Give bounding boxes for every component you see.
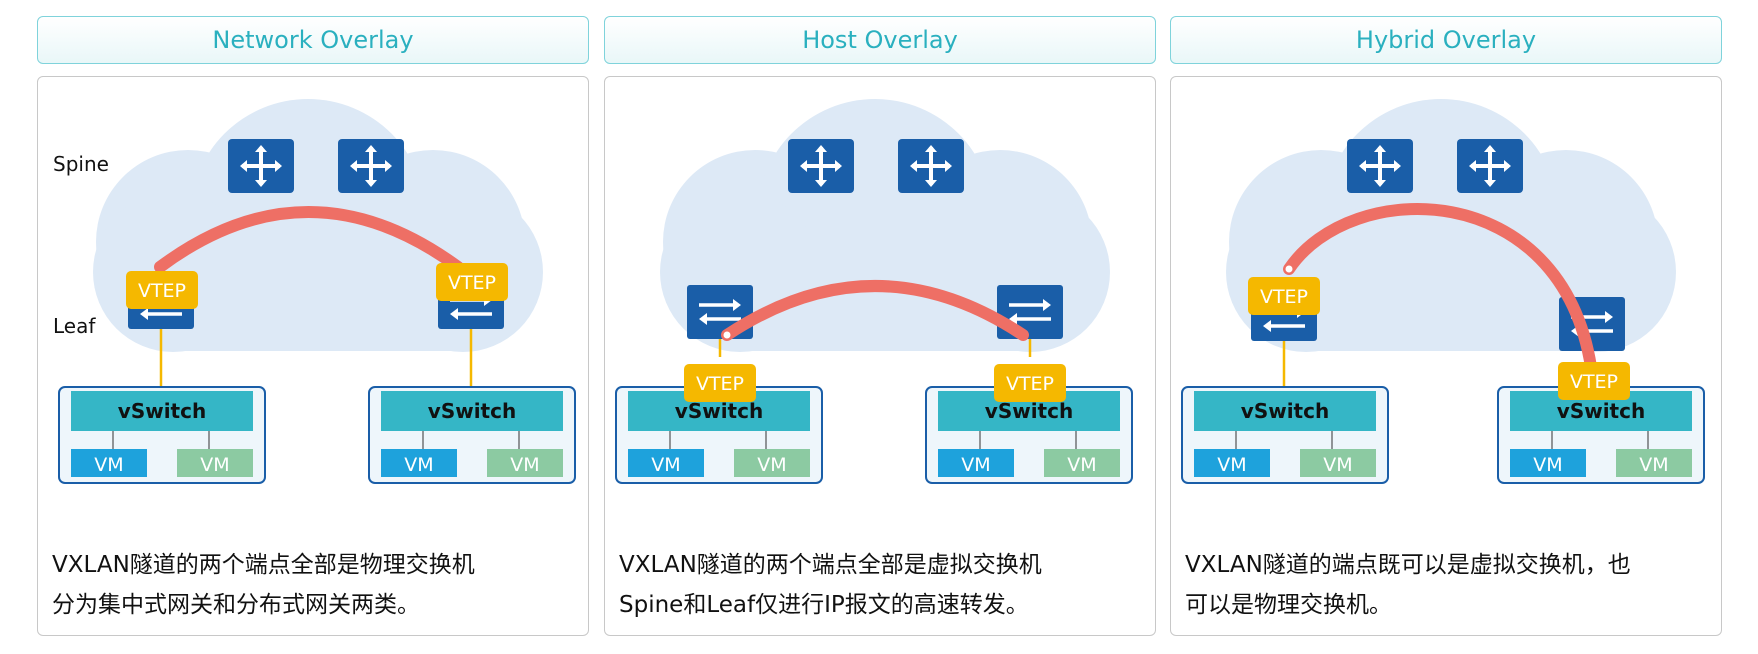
panel-description: VXLAN隧道的两个端点全部是物理交换机 分为集中式网关和分布式网关两类。 <box>52 545 475 625</box>
spine-label: Spine <box>53 152 109 176</box>
vm-label: VM <box>1217 454 1246 476</box>
panel-network-overlay: Spine Leaf VTEP VTEP vSwitch VM VM vSwit… <box>37 76 589 636</box>
vm-label: VM <box>94 454 123 476</box>
panel-description: VXLAN隧道的两个端点全部是虚拟交换机 Spine和Leaf仅进行IP报文的高… <box>619 545 1042 625</box>
hybrid-overlay-diagram: VTEP vSwitch VM VM vSwitch VM VM VTEP <box>1181 99 1705 484</box>
svg-text:VTEP: VTEP <box>1570 371 1618 393</box>
vtep-badge: VTEP <box>684 364 756 402</box>
vswitch-label: vSwitch <box>428 399 516 423</box>
svg-text:VTEP: VTEP <box>448 272 496 294</box>
panel-title: Network Overlay <box>212 26 414 54</box>
svg-text:VTEP: VTEP <box>138 280 186 302</box>
tunnel-endpoint <box>1284 264 1294 274</box>
description-line: VXLAN隧道的端点既可以是虚拟交换机，也 <box>1185 552 1631 578</box>
network-overlay-diagram: Spine Leaf VTEP VTEP vSwitch VM VM vSwit… <box>53 99 576 484</box>
svg-text:VTEP: VTEP <box>696 373 744 395</box>
vm-label: VM <box>404 454 433 476</box>
panel-title: Host Overlay <box>802 26 958 54</box>
vswitch-label: vSwitch <box>1557 399 1645 423</box>
vm-label: VM <box>200 454 229 476</box>
description-line: VXLAN隧道的两个端点全部是物理交换机 <box>52 552 475 578</box>
vxlan-tunnel <box>1283 203 1597 373</box>
panel-title: Hybrid Overlay <box>1355 26 1537 54</box>
vtep-badge: VTEP <box>126 271 198 309</box>
spine-switch-icon <box>1457 139 1523 193</box>
description-line: Spine和Leaf仅进行IP报文的高速转发。 <box>619 592 1029 618</box>
svg-text:VTEP: VTEP <box>1006 373 1054 395</box>
vswitch-label: vSwitch <box>985 399 1073 423</box>
host-overlay-diagram: vSwitch VM VM vSwitch VM VM VTEP VTEP <box>615 99 1133 484</box>
header-hybrid-overlay: Hybrid Overlay <box>1170 16 1722 64</box>
vm-label: VM <box>510 454 539 476</box>
description-line: 分为集中式网关和分布式网关两类。 <box>52 592 420 618</box>
vtep-badge: VTEP <box>436 263 508 301</box>
vswitch-label: vSwitch <box>1241 399 1329 423</box>
spine-switch-icon <box>788 139 854 193</box>
vxlan-tunnel <box>721 280 1029 341</box>
svg-text:VTEP: VTEP <box>1260 286 1308 308</box>
spine-switch-icon <box>1347 139 1413 193</box>
panel-host-overlay: vSwitch VM VM vSwitch VM VM VTEP VTEP VX… <box>604 76 1156 636</box>
vm-label: VM <box>757 454 786 476</box>
vm-label: VM <box>1533 454 1562 476</box>
vm-label: VM <box>1639 454 1668 476</box>
vtep-badge: VTEP <box>1248 277 1320 315</box>
vm-label: VM <box>651 454 680 476</box>
description-line: VXLAN隧道的两个端点全部是虚拟交换机 <box>619 552 1042 578</box>
header-network-overlay: Network Overlay <box>37 16 589 64</box>
tunnel-endpoint <box>722 330 732 340</box>
host-box: vSwitch VM VM <box>1497 386 1705 484</box>
vm-label: VM <box>961 454 990 476</box>
description-line: 可以是物理交换机。 <box>1185 592 1392 618</box>
header-host-overlay: Host Overlay <box>604 16 1156 64</box>
vtep-badge: VTEP <box>1558 362 1630 400</box>
spine-switch-icon <box>898 139 964 193</box>
leaf-label: Leaf <box>53 314 96 338</box>
vm-label: VM <box>1067 454 1096 476</box>
vxlan-tunnel <box>154 206 464 273</box>
panel-hybrid-overlay: VTEP vSwitch VM VM vSwitch VM VM VTEP VX… <box>1170 76 1722 636</box>
spine-switch-icon <box>338 139 404 193</box>
vm-label: VM <box>1323 454 1352 476</box>
spine-switch-icon <box>228 139 294 193</box>
vswitch-label: vSwitch <box>118 399 206 423</box>
vswitch-label: vSwitch <box>675 399 763 423</box>
host-box: vSwitch VM VM <box>615 386 823 484</box>
host-box: vSwitch VM VM <box>1181 386 1389 484</box>
host-box: vSwitch VM VM <box>58 386 266 484</box>
vtep-badge: VTEP <box>994 364 1066 402</box>
host-box: vSwitch VM VM <box>368 386 576 484</box>
host-box: vSwitch VM VM <box>925 386 1133 484</box>
panel-description: VXLAN隧道的端点既可以是虚拟交换机，也 可以是物理交换机。 <box>1185 545 1631 625</box>
